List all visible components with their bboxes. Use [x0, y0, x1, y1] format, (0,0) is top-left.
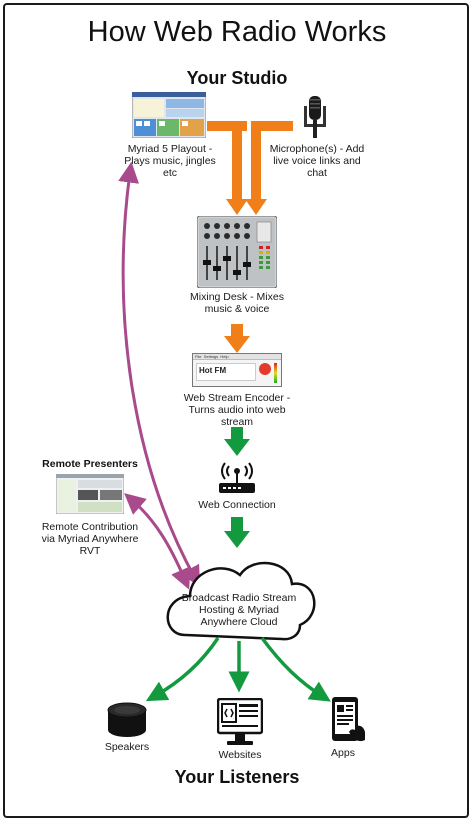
cloud-label: Broadcast Radio Stream Hosting & Myriad …: [181, 592, 297, 628]
speaker-icon: [107, 702, 147, 737]
orange-merge-arrows: [207, 121, 293, 215]
mixing-desk-label: Mixing Desk - Mixes music & voice: [190, 291, 284, 315]
encoder-menu-bar: File Settings Help: [193, 354, 281, 360]
web-connection-label: Web Connection: [198, 499, 276, 511]
encoder-record-indicator: [259, 363, 271, 375]
page-frame: [3, 3, 469, 818]
remote-heading: Remote Presenters: [42, 458, 138, 470]
page-title: How Web Radio Works: [87, 16, 387, 48]
orange-arrow-mixer-to-encoder: [224, 324, 250, 353]
encoder-menu-file: File: [195, 354, 202, 359]
speakers-label: Speakers: [104, 741, 150, 753]
encoder-label: Web Stream Encoder - Turns audio into we…: [183, 392, 291, 428]
studio-heading: Your Studio: [186, 68, 288, 88]
playout-screenshot: [132, 92, 206, 138]
green-arrow-encoder-to-connection: [224, 427, 250, 456]
remote-label: Remote Contribution via Myriad Anywhere …: [41, 521, 139, 557]
listeners-heading: Your Listeners: [174, 767, 300, 787]
phone-app-icon: [332, 697, 365, 742]
purple-arrow-playout-cloud: [118, 161, 201, 588]
websites-label: Websites: [218, 749, 262, 761]
mixing-desk-icon: [197, 216, 277, 288]
green-arrow-to-apps: [260, 636, 331, 702]
green-arrow-to-speakers: [145, 637, 220, 702]
green-arrow-connection-to-cloud: [224, 517, 250, 548]
encoder-menu-help: Help: [220, 354, 229, 359]
router-icon: [219, 462, 255, 493]
remote-screenshot: [56, 474, 124, 514]
encoder-level-meter: [274, 363, 277, 383]
encoder-window: File Settings Help Hot FM: [192, 353, 282, 387]
apps-label: Apps: [331, 747, 355, 759]
encoder-station-name: Hot FM: [199, 366, 227, 375]
cloud-shape: [166, 561, 316, 641]
microphone-label: Microphone(s) - Add live voice links and…: [269, 143, 365, 179]
website-monitor-icon: [217, 698, 263, 745]
purple-arrow-remote-cloud: [124, 493, 191, 590]
encoder-menu-settings: Settings: [203, 354, 219, 359]
playout-label: Myriad 5 Playout - Plays music, jingles …: [124, 143, 216, 179]
microphone-icon: [304, 96, 326, 138]
